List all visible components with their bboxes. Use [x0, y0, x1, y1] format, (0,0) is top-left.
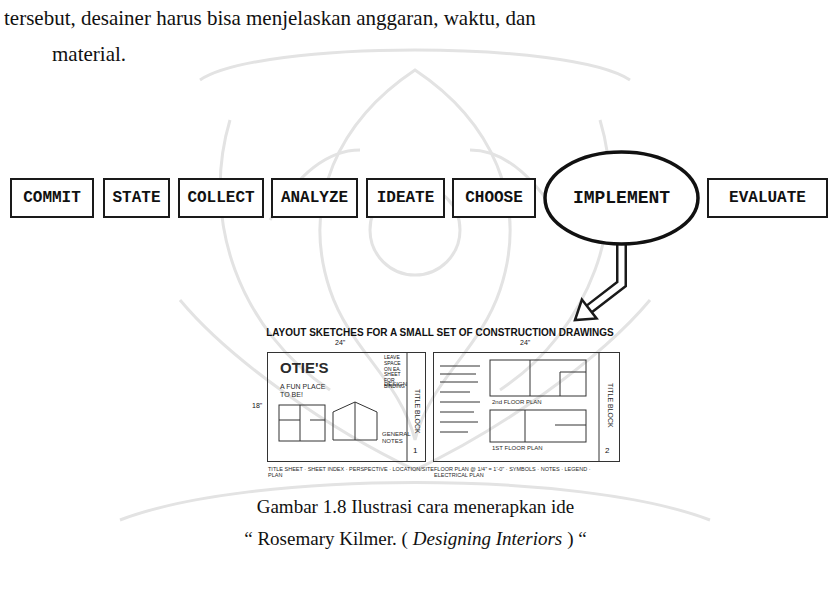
panel-heading: LAYOUT SKETCHES FOR A SMALL SET OF CONST… — [240, 327, 640, 338]
caption-source-part: ) “ — [567, 528, 587, 550]
step-label: ANALYZE — [281, 189, 348, 207]
drawing-sheet: OTIE'SA FUN PLACE TO BE!DESIGNGENERAL NO… — [267, 352, 426, 462]
sketch-note: 1ST FLOOR PLAN — [492, 445, 543, 452]
sketch-note: TITLE SHEET · SHEET INDEX · PERSPECTIVE … — [268, 466, 448, 479]
sheet-number: 2 — [605, 446, 609, 455]
arrow-inner — [589, 244, 621, 309]
process-box: ANALYZE — [271, 178, 358, 218]
dimension-note: 24" — [520, 339, 530, 347]
caption-source-part: “ Rosemary Kilmer. ( — [244, 528, 408, 550]
sketch-panel: LAYOUT SKETCHES FOR A SMALL SET OF CONST… — [240, 322, 640, 482]
step-label: IDEATE — [377, 189, 435, 207]
caption-source-part: Designing Interiors — [413, 528, 562, 550]
title-block-label: TITLE BLOCK — [413, 389, 421, 434]
sketch-note: GENERAL NOTES — [382, 431, 406, 445]
step-label: CHOOSE — [465, 189, 523, 207]
process-box: COMMIT — [10, 178, 94, 218]
dimension-note: 24" — [335, 339, 345, 347]
title-block-label: TITLE BLOCK — [606, 383, 614, 428]
body-text: material. — [52, 42, 126, 66]
process-box: COLLECT — [178, 178, 264, 218]
sketch-note: A FUN PLACE TO BE! — [280, 383, 328, 399]
caption-source: “ Rosemary Kilmer. (Designing Interiors)… — [0, 528, 831, 550]
highlight-circle: IMPLEMENT — [543, 150, 700, 246]
process-box: IDEATE — [366, 178, 445, 218]
dimension-note: 18" — [252, 402, 262, 410]
step-label: STATE — [112, 189, 160, 207]
drawing-sheet: 2nd FLOOR PLAN1ST FLOOR PLANTITLE BLOCKF… — [433, 352, 620, 462]
step-label: COLLECT — [187, 189, 254, 207]
implement-arrow — [575, 244, 622, 320]
body-text: tersebut, desainer harus bisa menjelaska… — [4, 6, 536, 30]
sheet-number: 1 — [413, 446, 417, 455]
sketch-note: OTIE'S — [280, 359, 329, 376]
step-label: COMMIT — [23, 189, 81, 207]
arrow-outline — [589, 244, 621, 309]
step-label: IMPLEMENT — [573, 188, 670, 208]
step-label: EVALUATE — [729, 189, 806, 207]
sketch-note: 2nd FLOOR PLAN — [492, 399, 542, 406]
process-box: EVALUATE — [707, 178, 828, 218]
dimension-note: LEAVE SPACE ON EA. SHEET FOR BINDING — [384, 355, 406, 390]
process-box: CHOOSE — [452, 178, 536, 218]
circle-ring — [545, 152, 698, 244]
sketch-note: FLOOR PLAN @ 1/4" = 1'-0" · SYMBOLS · NO… — [434, 466, 621, 479]
sheet-sketches — [279, 352, 599, 462]
watermark-logo — [120, 50, 710, 520]
process-box: STATE — [103, 178, 170, 218]
arrow-head — [575, 299, 597, 320]
figure-caption: Gambar 1.8 Ilustrasi cara menerapkan ide — [0, 496, 831, 518]
